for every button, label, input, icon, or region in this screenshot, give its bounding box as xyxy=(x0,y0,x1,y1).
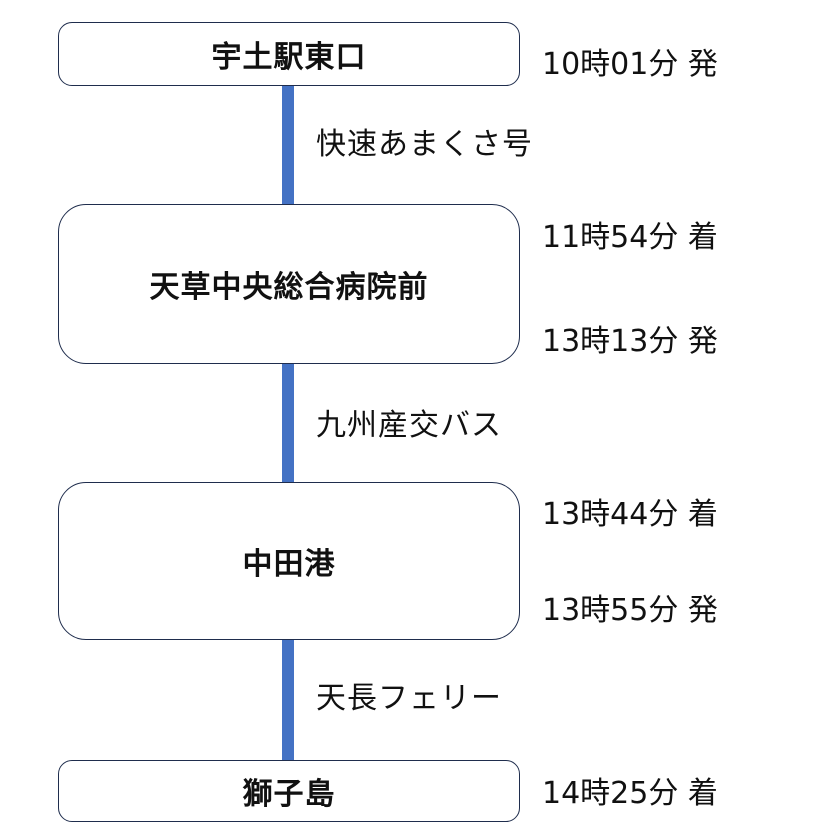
time-label-depart-1: 10時01分 発 xyxy=(542,47,718,82)
connector-segment-3 xyxy=(282,640,294,760)
time-label-arrive-2: 13時44分 着 xyxy=(542,497,718,532)
time-label-arrive-3: 14時25分 着 xyxy=(542,776,718,811)
connector-segment-2 xyxy=(282,364,294,482)
time-label-depart-3: 13時55分 発 xyxy=(542,593,718,628)
station-name: 獅子島 xyxy=(242,777,336,812)
station-box-uto-east: 宇土駅東口 xyxy=(58,22,520,86)
time-label-depart-2: 13時13分 発 xyxy=(542,324,718,359)
time-label-arrive-1: 11時54分 着 xyxy=(542,220,718,255)
connector-segment-1 xyxy=(282,86,294,204)
station-box-amakusa-hospital: 天草中央総合病院前 xyxy=(58,204,520,364)
station-name: 天草中央総合病院前 xyxy=(149,270,429,305)
station-name: 中田港 xyxy=(242,547,336,582)
line-label-tencho-ferry: 天長フェリー xyxy=(316,681,502,716)
station-box-shishijima: 獅子島 xyxy=(58,760,520,822)
line-label-kyushu-sanko-bus: 九州産交バス xyxy=(316,408,502,443)
line-label-rapid-amakusa: 快速あまくさ号 xyxy=(316,127,533,162)
station-name: 宇土駅東口 xyxy=(211,40,367,75)
station-box-nakata-port: 中田港 xyxy=(58,482,520,640)
